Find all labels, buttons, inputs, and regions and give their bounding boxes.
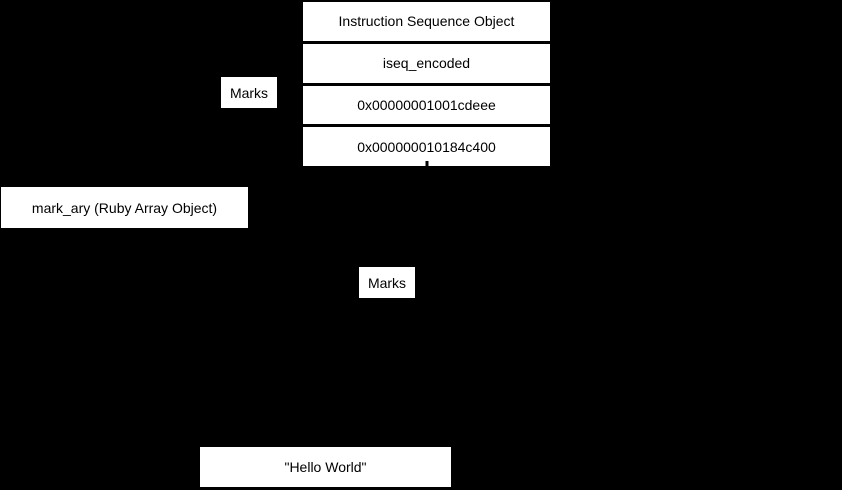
- iseq-table: Instruction Sequence Object iseq_encoded…: [303, 2, 550, 166]
- edge-label-marks-bottom: Marks: [359, 267, 415, 298]
- mark-ary-node: mark_ary (Ruby Array Object): [1, 187, 248, 228]
- iseq-table-row-address-1: 0x00000001001cdeee: [303, 85, 550, 125]
- iseq-table-row-iseq-encoded: iseq_encoded: [303, 43, 550, 83]
- hello-world-string-node: "Hello World": [200, 447, 451, 487]
- iseq-table-row-title: Instruction Sequence Object: [303, 2, 550, 41]
- iseq-table-row-address-2: 0x000000010184c400: [303, 127, 550, 166]
- edge-label-marks-top: Marks: [221, 77, 277, 108]
- down-edge-stub: [425, 161, 428, 166]
